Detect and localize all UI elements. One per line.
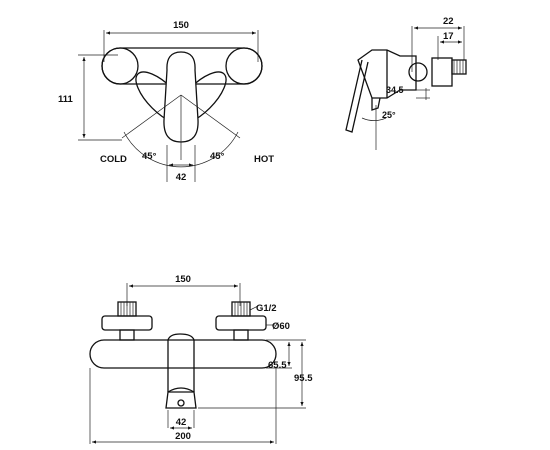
side-angle-arc bbox=[361, 117, 387, 121]
dim-345-label: 34.5 bbox=[386, 85, 404, 95]
angle-left-label: 45° bbox=[142, 151, 157, 162]
left-stem bbox=[119, 329, 135, 341]
fv-dim-955-label: 95.5 bbox=[294, 373, 313, 384]
thread-leader bbox=[249, 305, 259, 311]
fv-dim-655-label: 65.5 bbox=[268, 360, 287, 371]
spout-top-curve bbox=[167, 387, 195, 393]
left-nut bbox=[101, 315, 153, 331]
outlet-hole bbox=[177, 399, 185, 407]
side-connector bbox=[431, 57, 453, 87]
hot-label: HOT bbox=[254, 154, 274, 165]
side-inlet-circle bbox=[408, 62, 428, 82]
dim-17-label: 17 bbox=[443, 31, 454, 42]
front-body bbox=[89, 339, 277, 369]
cold-label: COLD bbox=[100, 154, 127, 165]
cold-inlet-circle bbox=[101, 47, 139, 85]
dim-42-label: 42 bbox=[176, 172, 187, 183]
top-view: 150 111 45° 45° 42 COLD HOT bbox=[58, 20, 274, 183]
front-view: 150 G1/2 Ø60 bbox=[89, 274, 313, 444]
angle-ray-left bbox=[121, 94, 182, 139]
dim-111-label: 111 bbox=[58, 94, 74, 105]
fv-dim-150-label: 150 bbox=[175, 274, 191, 285]
right-stem bbox=[233, 329, 249, 341]
angle-ray-right bbox=[180, 94, 241, 139]
dim-150-label: 150 bbox=[173, 20, 189, 31]
spout bbox=[165, 391, 197, 409]
side-thread bbox=[451, 59, 467, 75]
side-view: 22 17 34.5 25° bbox=[345, 16, 467, 150]
dim-22-label: 22 bbox=[443, 16, 454, 27]
angle-right-label: 45° bbox=[210, 151, 225, 162]
side-angle-label: 25° bbox=[382, 110, 396, 120]
hot-inlet-circle bbox=[225, 47, 263, 85]
side-outlet bbox=[371, 97, 381, 111]
thread-label: G1/2 bbox=[256, 303, 277, 314]
diameter-label: Ø60 bbox=[272, 321, 290, 332]
right-nut bbox=[215, 315, 267, 331]
fv-dim-42-label: 42 bbox=[176, 417, 187, 428]
fv-dim-200-label: 200 bbox=[175, 431, 191, 442]
side-lever bbox=[345, 59, 369, 133]
angle-arc bbox=[123, 131, 239, 168]
front-handle-cap bbox=[167, 333, 195, 341]
